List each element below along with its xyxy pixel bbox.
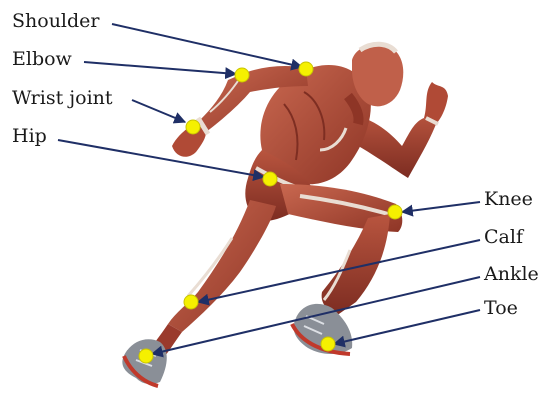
- label-hip: Hip: [12, 127, 47, 146]
- leader-shoulder: [112, 24, 302, 67]
- marker-ankle: [139, 349, 153, 363]
- leader-wrist: [132, 100, 185, 122]
- label-wrist-joint: Wrist joint: [12, 89, 113, 108]
- label-toe: Toe: [484, 299, 518, 318]
- leader-toe: [334, 310, 480, 344]
- marker-shoulder: [299, 62, 313, 76]
- marker-knee: [388, 205, 402, 219]
- label-ankle: Ankle: [484, 265, 539, 284]
- label-shoulder: Shoulder: [12, 12, 100, 31]
- marker-hip: [263, 172, 277, 186]
- head: [348, 44, 403, 124]
- leader-elbow: [84, 62, 236, 74]
- marker-wrist: [186, 120, 200, 134]
- marker-elbow: [235, 68, 249, 82]
- label-elbow: Elbow: [12, 50, 72, 69]
- back-leg: [146, 200, 276, 360]
- marker-toe: [321, 337, 335, 351]
- front-leg: [280, 184, 402, 316]
- leader-knee: [402, 202, 480, 212]
- marker-calf: [184, 295, 198, 309]
- label-knee: Knee: [484, 190, 533, 209]
- label-calf: Calf: [484, 228, 523, 247]
- leader-hip: [58, 140, 264, 177]
